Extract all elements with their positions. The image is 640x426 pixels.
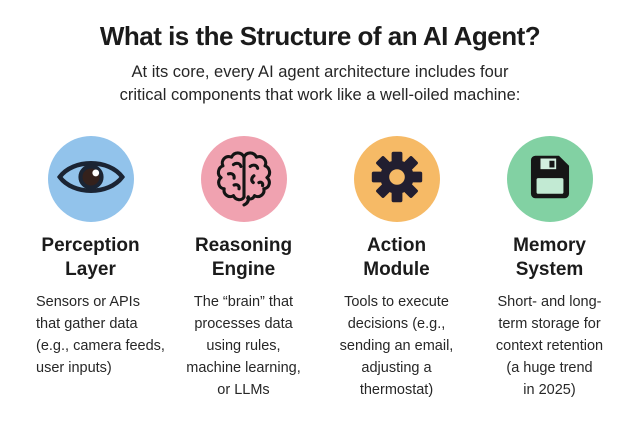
component-description: Short- and long- term storage for contex… <box>495 294 604 398</box>
component-description: Tools to execute decisions (e.g., sendin… <box>339 294 454 398</box>
brain-icon <box>213 145 275 214</box>
memory-circle <box>506 136 593 222</box>
eye-icon <box>56 155 125 204</box>
component-column-perception: Perception Layer Sensors or APIs that ga… <box>14 136 167 401</box>
component-heading: Perception Layer <box>41 235 140 280</box>
floppy-disk-icon <box>522 148 578 211</box>
component-heading: Memory System <box>513 235 586 280</box>
page-title: What is the Structure of an AI Agent? <box>99 21 541 51</box>
reasoning-circle <box>200 136 287 222</box>
action-circle <box>353 136 440 222</box>
perception-circle <box>47 136 134 222</box>
component-description: Sensors or APIs that gather data (e.g., … <box>36 294 165 376</box>
component-heading: Action Module <box>363 235 430 280</box>
component-column-memory: Memory System Short- and long- term stor… <box>473 136 626 401</box>
gear-icon <box>367 147 427 212</box>
component-column-action: Action Module Tools to execute decisions… <box>320 136 473 401</box>
page-subtitle: At its core, every AI agent architecture… <box>119 63 521 104</box>
component-column-reasoning: Reasoning Engine The “brain” that proces… <box>167 136 320 401</box>
components-row: Perception Layer Sensors or APIs that ga… <box>0 136 640 401</box>
component-description: The “brain” that processes data using ru… <box>186 294 301 398</box>
component-heading: Reasoning Engine <box>194 235 293 280</box>
